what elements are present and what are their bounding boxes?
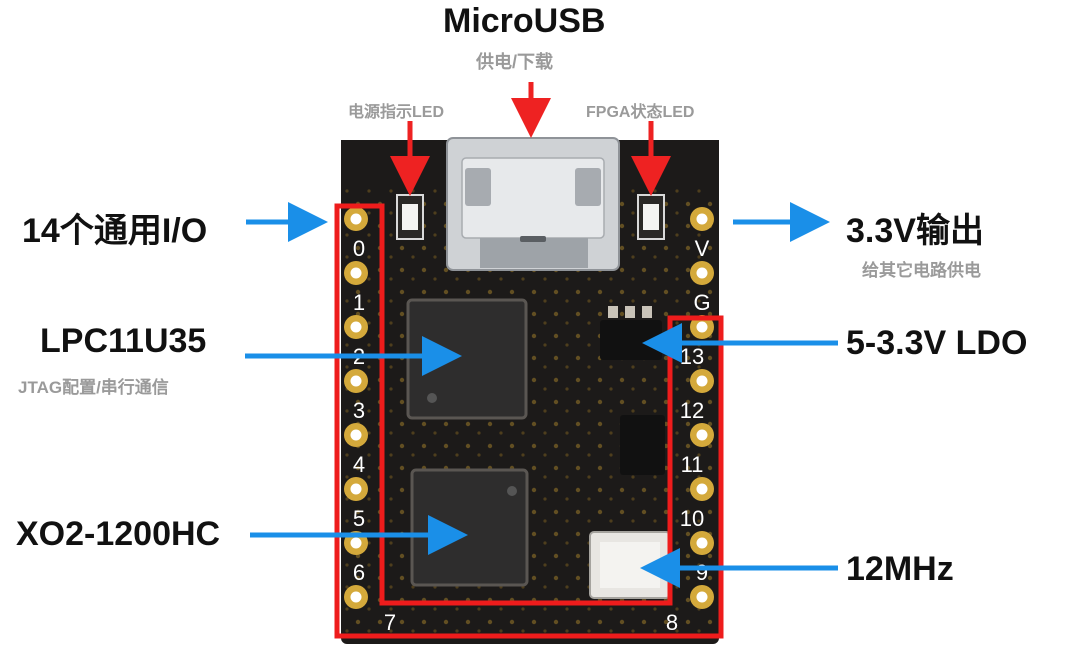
- fpga-led-label: FPGA状态LED: [586, 104, 695, 121]
- power-led-label: 电源指示LED: [348, 104, 445, 121]
- pin-label-right: G: [693, 290, 710, 315]
- lpc-title: LPC11U35: [40, 322, 207, 360]
- ldo-label: 5-3.3V LDO: [846, 324, 1028, 362]
- xo2-label: XO2-1200HC: [16, 515, 221, 553]
- pin-label-left: 1: [353, 290, 365, 315]
- crystal-12mhz: [589, 531, 671, 599]
- lpc-subtitle: JTAG配置/串行通信: [18, 378, 169, 397]
- pin-label-right: 8: [666, 610, 678, 635]
- pin-label-right: 12: [680, 398, 704, 423]
- microusb-subtitle: 供电/下载: [476, 52, 554, 72]
- mosfet: [620, 415, 665, 475]
- output-subtitle: 给其它电路供电: [862, 261, 981, 280]
- xo2-chip: [410, 468, 529, 587]
- microusb-title: MicroUSB: [443, 2, 606, 40]
- pin-label-left: 7: [384, 610, 396, 635]
- pin-label-left: 3: [353, 398, 365, 423]
- microusb-connector: [446, 137, 620, 271]
- pin-label-right: 10: [680, 506, 704, 531]
- pin-label-left: 6: [353, 560, 365, 585]
- right-pin-pads: [690, 207, 714, 609]
- output-title: 3.3V输出: [846, 212, 984, 250]
- gpio-highlight-frame: [334, 203, 724, 639]
- pin-label-right: 9: [696, 560, 708, 585]
- fpga-led: [637, 194, 665, 240]
- pin-label-left: 4: [353, 452, 365, 477]
- pin-label-right: 11: [681, 452, 704, 477]
- lpc11u35-chip: [406, 298, 528, 420]
- pin-label-right: V: [695, 236, 710, 261]
- pin-label-right: 13: [680, 344, 704, 369]
- pin-labels: 0 1 2 3 4 5 6 7 V G 13 12 11 10 9 8: [353, 236, 711, 635]
- left-pin-pads: [344, 207, 368, 609]
- pin-label-left: 5: [353, 506, 365, 531]
- pin-label-left: 0: [353, 236, 365, 261]
- gpio-label: 14个通用I/O: [22, 212, 208, 250]
- crystal-label: 12MHz: [846, 550, 954, 588]
- power-led: [396, 194, 424, 240]
